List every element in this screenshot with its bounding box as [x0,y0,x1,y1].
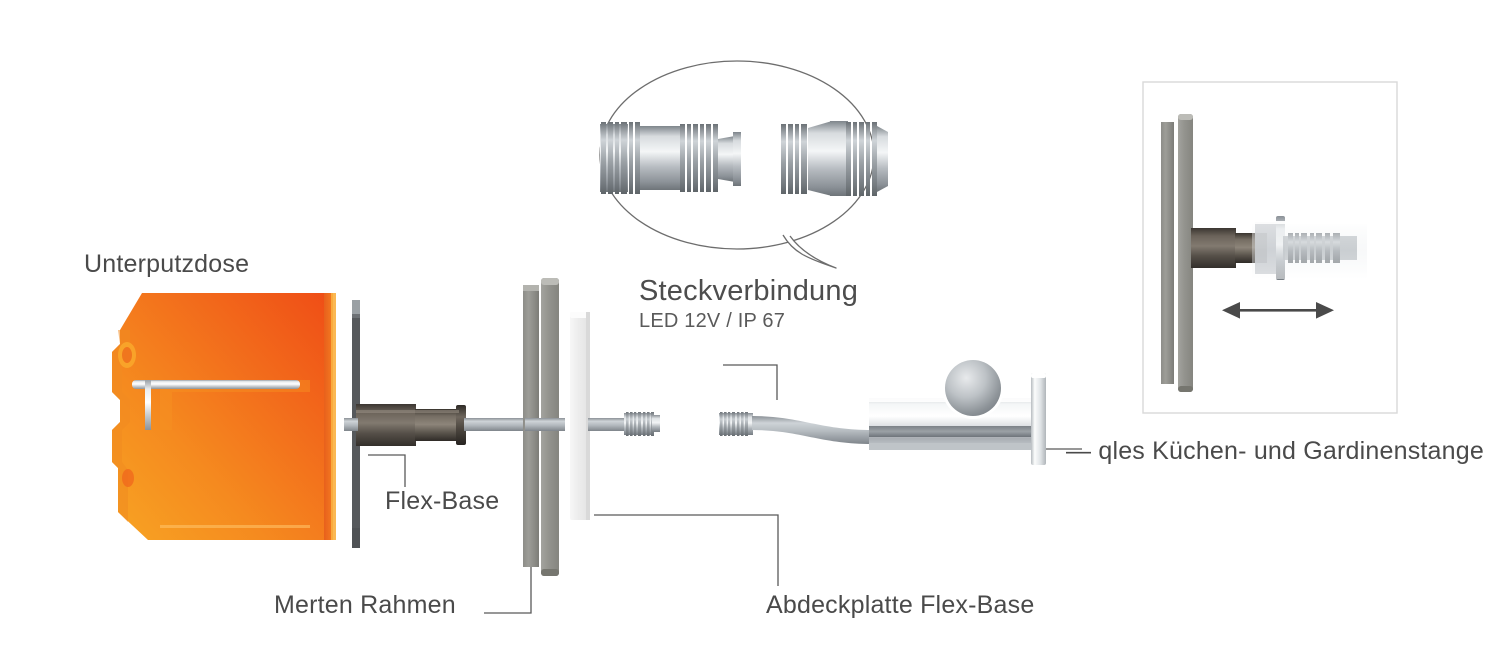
double-arrow-icon [1222,302,1334,319]
label-steckverbindung: Steckverbindung [639,275,859,307]
plug-connector-male-small [624,412,660,436]
cable-segment-1 [344,418,526,431]
leader-steckverbindung [723,364,778,400]
label-qles-rod: — qles Küchen- und Gardinenstange [1066,437,1484,465]
detail-inset [1142,81,1398,414]
bubble-connector-male [600,122,741,194]
label-merten-rahmen: Merten Rahmen [274,591,456,619]
abdeckplatte-cover [570,312,590,520]
unterputzdose-illustration [112,293,336,540]
cable-through-frame [525,418,565,431]
label-abdeckplatte-flex-base: Abdeckplatte Flex-Base [766,591,1035,619]
flex-base-cylinder [356,404,466,446]
qles-rod [869,357,1046,465]
leader-flex-base [368,454,406,487]
label-unterputzdose: Unterputzdose [84,250,250,278]
leader-merten-rahmen [484,567,532,614]
plug-connector-female-small [719,412,872,444]
cable-segment-2 [588,418,626,431]
leader-abdeckplatte [594,514,779,586]
bubble-connector-female [781,121,888,196]
label-steckverbindung-spec: LED 12V / IP 67 [639,310,786,332]
leader-lines [368,364,1082,614]
label-flex-base: Flex-Base [385,487,500,515]
